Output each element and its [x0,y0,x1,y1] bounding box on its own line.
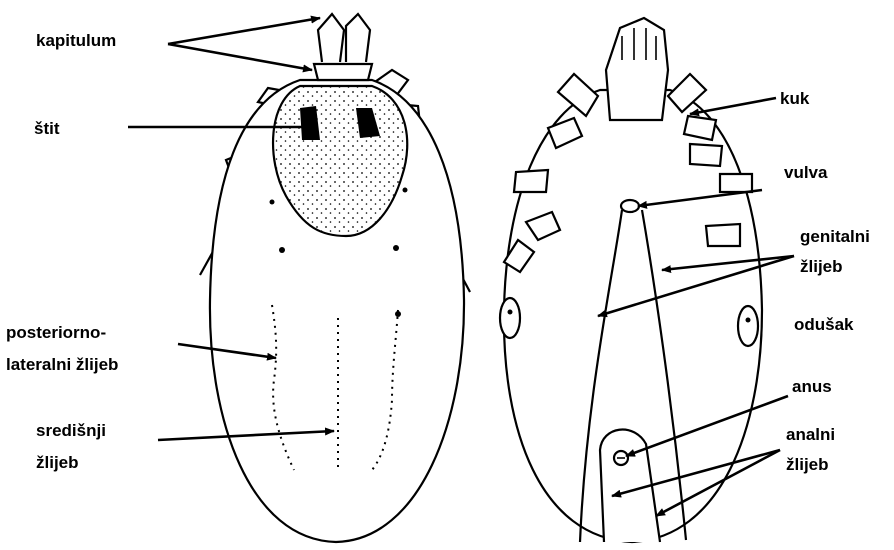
ventral-view [500,18,762,542]
capitulum [314,64,372,80]
dorsal-view [200,14,470,542]
label-sredisnji-line1: središnji [36,420,106,442]
label-genitalni-line2: žlijeb [800,256,843,278]
coxa [514,170,548,192]
coxa [720,174,752,192]
label-vulva: vulva [784,162,827,184]
label-analni-line1: analni [786,424,835,446]
capitulum-palp [346,14,370,62]
label-genitalni-line1: genitalni [800,226,870,248]
coxa [706,224,740,246]
ventral-capitulum [606,18,668,120]
label-analni-line2: žlijeb [786,454,829,476]
spiracle [500,298,520,338]
label-stit: štit [34,118,60,140]
label-posteriorno-line2: lateralni žlijeb [6,354,118,376]
label-kapitulum: kapitulum [36,30,116,52]
label-kuk: kuk [780,88,809,110]
vulva-pore [621,200,639,212]
label-posteriorno-line1: posteriorno- [6,322,106,344]
label-anus: anus [792,376,832,398]
coxa [690,144,722,166]
label-odusak: odušak [794,314,854,336]
spiracle [738,306,758,346]
capitulum-palp [318,14,344,62]
label-sredisnji-line2: žlijeb [36,452,79,474]
